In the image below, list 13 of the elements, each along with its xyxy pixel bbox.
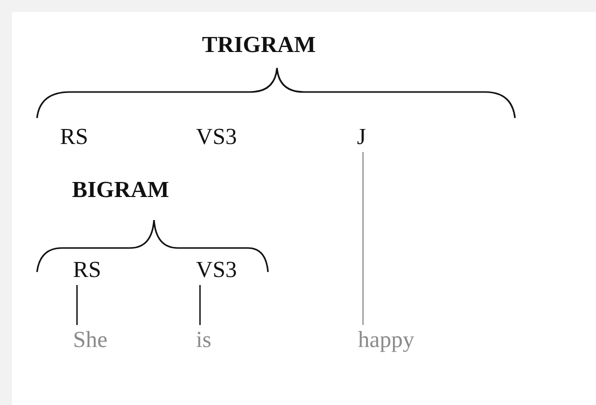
connector-line bbox=[199, 285, 201, 325]
connector-line bbox=[76, 285, 78, 325]
level-heading: BIGRAM bbox=[72, 177, 170, 203]
word-label: is bbox=[196, 327, 212, 353]
level-heading: TRIGRAM bbox=[202, 32, 316, 58]
tag-label: J bbox=[357, 124, 366, 150]
word-label: happy bbox=[358, 327, 414, 353]
tag-label: VS3 bbox=[196, 124, 237, 150]
word-label: She bbox=[73, 327, 108, 353]
connector-line bbox=[362, 152, 364, 325]
tag-label: VS3 bbox=[196, 257, 237, 283]
tag-label: RS bbox=[60, 124, 88, 150]
tag-label: RS bbox=[73, 257, 102, 283]
